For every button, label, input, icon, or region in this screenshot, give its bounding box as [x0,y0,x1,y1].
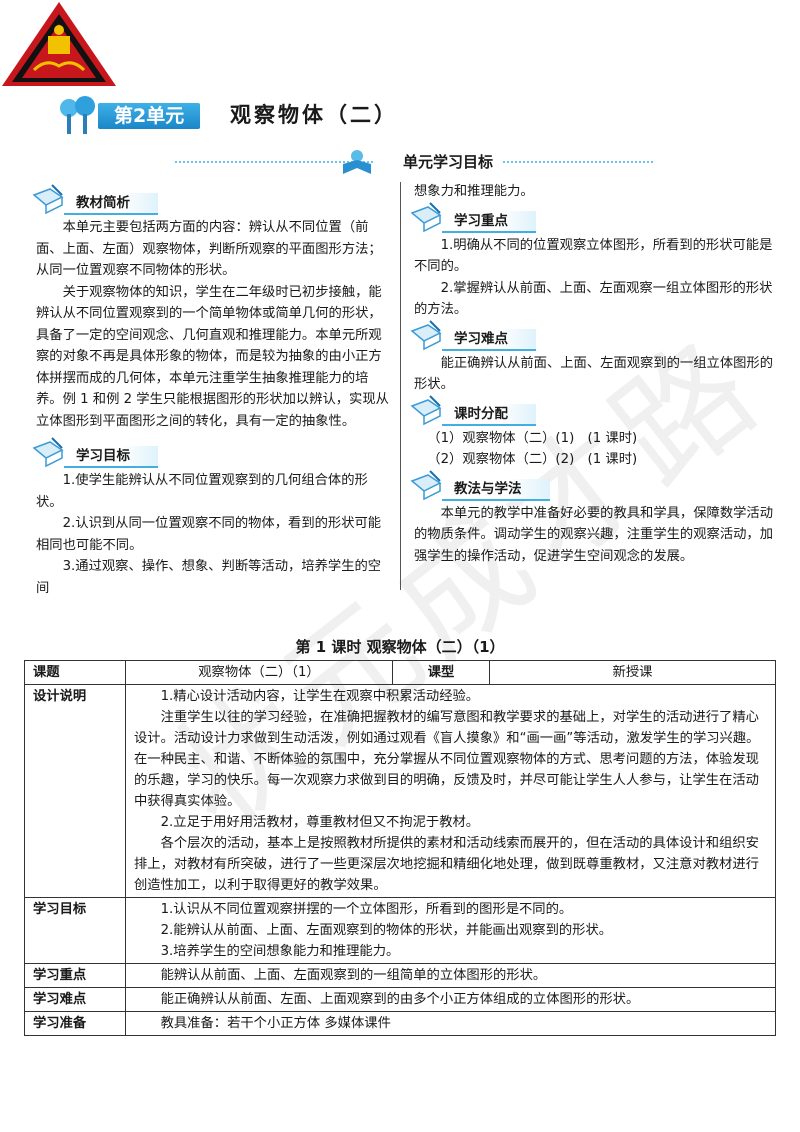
section-title: 教材简析 [64,193,158,215]
book-pen-icon [410,394,442,425]
trees-icon [60,96,95,134]
paragraph: 3.培养学生的空间想象能力和推理能力。 [160,944,400,959]
section-title: 课时分配 [442,403,536,426]
section-title: 学习难点 [442,328,536,351]
row-header: 学习难点 [24,987,126,1012]
paragraph: 2.认识到从同一位置观察不同的物体，看到的形状可能相同也可能不同。 [36,516,382,553]
paragraph: 本单元主要包括两方面的内容：辨认从不同位置（前面、上面、左面）观察物体，判断所观… [36,220,382,278]
paragraph: 1.精心设计活动内容，让学生在观察中积累活动经验。 [160,689,480,704]
right-column: 想象力和推理能力。 学习重点 1.明确从不同的位置观察立体图形，所看到的形状可能… [410,181,776,567]
paragraph: 注重学生以往的学习经验，在准确把握教材的编写意图和教学要求的基础上，对学生的活动… [134,710,760,809]
cell: 能正确辨认从前面、左面、上面观察到的由多个小正方体组成的立体图形的形状。 [125,987,776,1012]
cell: 1.认识从不同位置观察拼摆的一个立体图形，所看到的图形是不同的。 2.能辨认从前… [125,897,776,964]
book-pen-icon [410,319,442,350]
paragraph: （1）观察物体（二）(1) (1 课时) [427,430,638,446]
row-header: 课题 [24,660,126,685]
book-pen-icon [32,184,64,215]
section-title: 学习目标 [64,446,158,468]
column-divider [400,182,401,590]
section-header: 教材简析 [32,184,392,217]
table-row: 学习难点 能正确辨认从前面、左面、上面观察到的由多个小正方体组成的立体图形的形状… [24,987,776,1012]
section-title: 学习重点 [442,210,536,233]
cell: 能辨认从前面、上面、左面观察到的一组简单的立体图形的形状。 [125,963,776,988]
paragraph: 2.掌握辨认从前面、上面、左面观察一组立体图形的形状的方法。 [414,280,773,318]
unit-badge: 第2单元 [98,103,201,129]
paragraph: 1.使学生能辨认从不同位置观察到的几何组合体的形状。 [36,473,368,510]
left-column: 教材简析 本单元主要包括两方面的内容：辨认从不同位置（前面、上面、左面）观察物体… [32,184,392,599]
cell: 1.精心设计活动内容，让学生在观察中积累活动经验。 注重学生以往的学习经验，在准… [125,684,776,898]
row-header: 学习目标 [24,897,126,964]
table-row: 学习重点 能辨认从前面、上面、左面观察到的一组简单的立体图形的形状。 [24,963,776,988]
paragraph: 关于观察物体的知识，学生在二年级时已初步接触，能辨认从不同位置观察到的一个简单物… [36,284,389,429]
paragraph: 想象力和推理能力。 [414,184,534,199]
section-header: 学习重点 [410,201,776,235]
row-header: 学习重点 [24,963,126,988]
banner-label: 单元学习目标 [375,150,502,174]
school-logo [2,2,116,86]
section-header: 课时分配 [410,394,776,428]
paragraph: 1.认识从不同位置观察拼摆的一个立体图形，所看到的图形是不同的。 [160,902,573,917]
table-row: 设计说明 1.精心设计活动内容，让学生在观察中积累活动经验。 注重学生以往的学习… [24,684,776,898]
table-row: 学习目标 1.认识从不同位置观察拼摆的一个立体图形，所看到的图形是不同的。 2.… [24,897,776,964]
book-pen-icon [410,469,442,500]
table-row: 课题 观察物体（二）（1） 课型 新授课 [24,660,776,685]
section-title: 教法与学法 [442,478,550,501]
paragraph: 2.能辨认从前面、上面、左面观察到的物体的形状，并能画出观察到的形状。 [160,923,613,938]
paragraph: 本单元的教学中准备好必要的教具和学具，保障数学活动的物质条件。调动学生的观察兴趣… [414,505,774,564]
book-pen-icon [32,437,64,468]
cell: 课型 [392,660,490,685]
lesson-plan-table: 课题 观察物体（二）（1） 课型 新授课 设计说明 1.精心设计活动内容，让学生… [24,660,776,1036]
paragraph: 能正确辨认从前面、上面、左面观察到的一组立体图形的形状。 [414,355,774,393]
lesson-title: 第 1 课时 观察物体（二）（1） [295,638,505,656]
table-row: 学习准备 教具准备：若干个小正方体 多媒体课件 [24,1011,776,1036]
student-reading-icon [343,150,371,174]
cell: 教具准备：若干个小正方体 多媒体课件 [125,1011,776,1036]
paragraph: 各个层次的活动，基本上是按照教材所提供的素材和活动线索而展开的，但在活动的具体设… [134,836,759,893]
paragraph: 3.通过观察、操作、想象、判断等活动，培养学生的空间 [36,559,382,596]
book-pen-icon [410,201,442,232]
row-header: 学习准备 [24,1011,126,1036]
paragraph: 2.立足于用好用活教材，尊重教材但又不拘泥于教材。 [160,815,480,830]
unit-header: 第2单元 观察物体（二） [58,96,418,136]
section-header: 学习难点 [410,319,776,353]
unit-title: 观察物体（二） [230,103,398,127]
cell: 新授课 [489,660,776,685]
section-header: 教法与学法 [410,469,776,503]
unit-goals-banner: 单元学习目标 [175,148,653,178]
paragraph: 1.明确从不同的位置观察立体图形，所看到的形状可能是不同的。 [414,237,773,275]
paragraph: （2）观察物体（二）(2) (1 课时) [427,452,638,467]
cell: 观察物体（二）（1） [125,660,393,685]
section-header: 学习目标 [32,437,392,470]
row-header: 设计说明 [24,684,126,898]
